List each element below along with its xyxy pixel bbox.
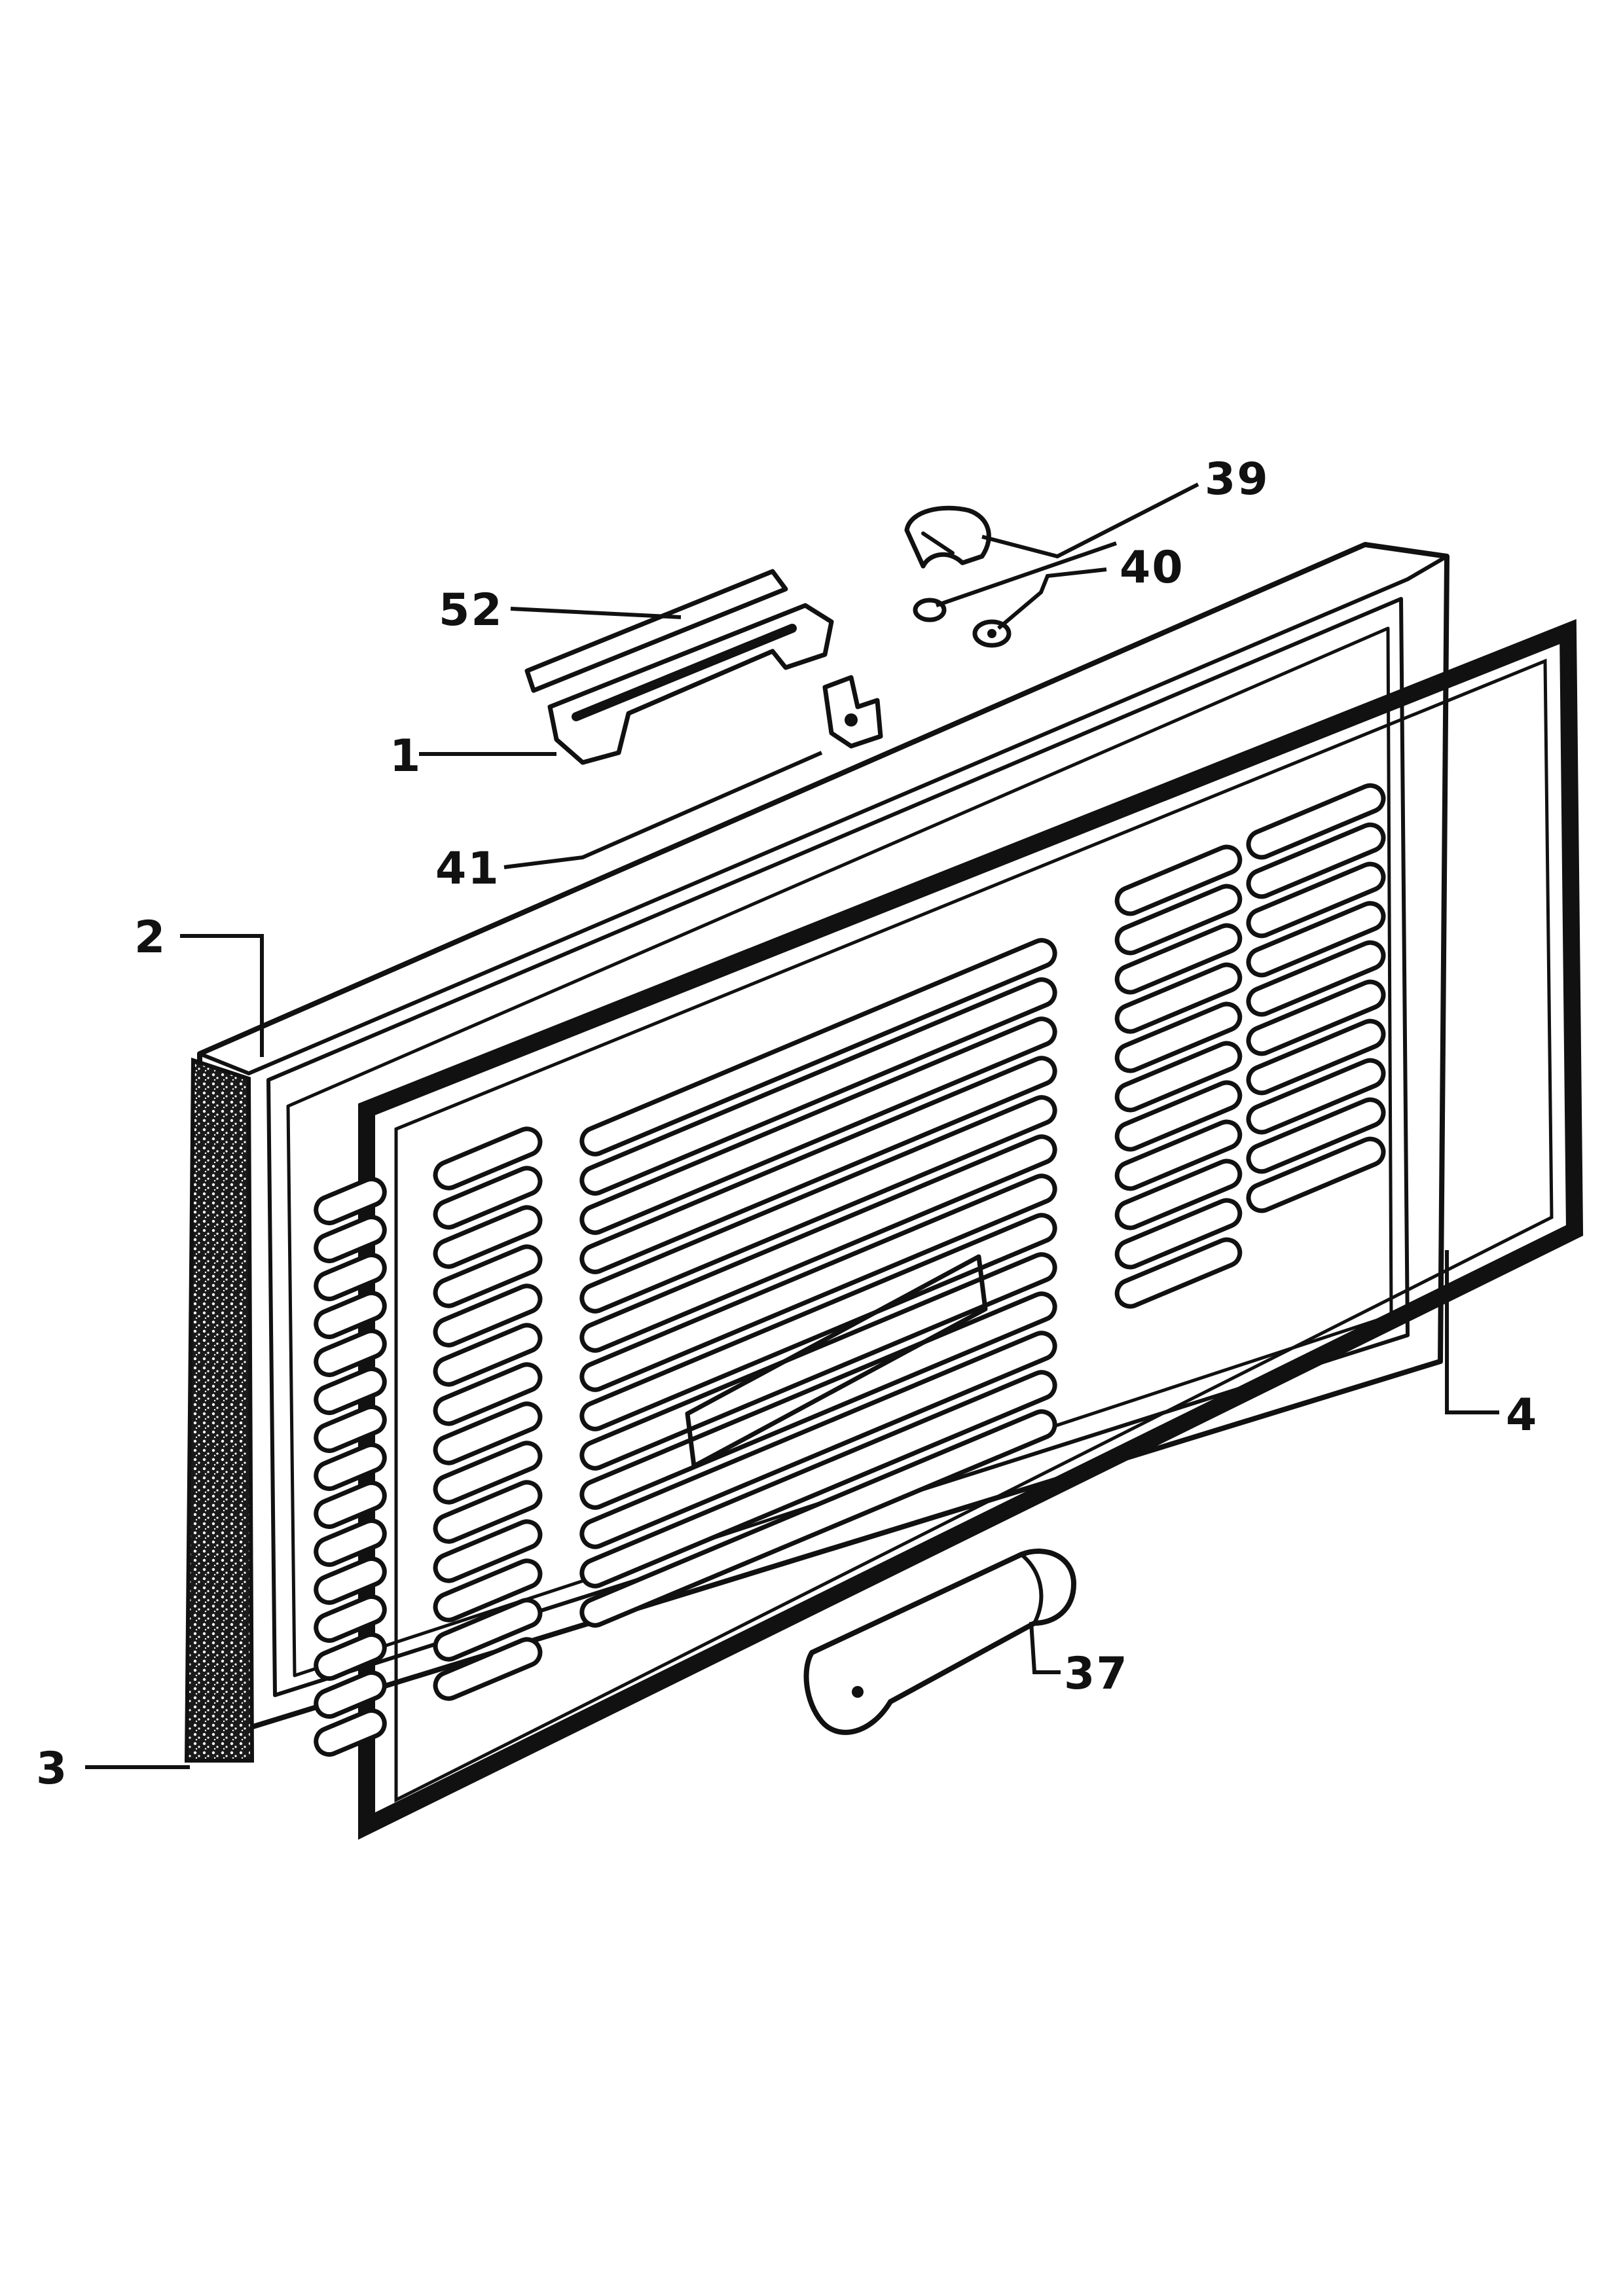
channel-oval-55	[1246, 861, 1386, 939]
channel-oval-52	[1114, 1237, 1243, 1309]
leader-52	[510, 607, 682, 619]
door-handle-37	[803, 1549, 1076, 1735]
callout-39: 39	[1205, 454, 1269, 505]
channel-oval-16	[433, 1166, 543, 1230]
channel-oval-11	[314, 1594, 387, 1643]
channel-oval-12	[314, 1632, 387, 1681]
channel-oval-18	[433, 1244, 543, 1308]
channel-oval-19	[433, 1283, 543, 1348]
channel-oval-37	[579, 1252, 1057, 1471]
channel-oval-10	[314, 1556, 387, 1605]
channel-oval-4	[314, 1328, 387, 1378]
channel-oval-59	[1246, 1018, 1386, 1096]
channel-oval-27	[433, 1598, 543, 1662]
callout-2: 2	[134, 912, 166, 963]
channel-oval-61	[1246, 1097, 1386, 1174]
channel-oval-6	[314, 1404, 387, 1454]
channel-oval-40	[579, 1370, 1057, 1588]
channel-oval-30	[579, 977, 1057, 1196]
callout-52: 52	[439, 584, 503, 636]
channel-oval-20	[433, 1323, 543, 1387]
channel-oval-60	[1246, 1058, 1386, 1135]
channel-oval-23	[433, 1441, 543, 1505]
channel-oval-28	[433, 1637, 543, 1701]
channel-oval-29	[579, 938, 1057, 1157]
evaporator-channels	[314, 783, 1386, 1757]
channel-oval-58	[1246, 979, 1386, 1056]
hinge-bracket-41	[822, 675, 883, 749]
leader-37	[1029, 1621, 1061, 1674]
channel-oval-49	[1114, 1119, 1243, 1191]
channel-oval-43	[1114, 884, 1243, 956]
channel-oval-56	[1246, 901, 1386, 978]
leader-41	[503, 751, 823, 869]
channel-oval-53	[1246, 783, 1386, 860]
leader-4	[1445, 1250, 1499, 1414]
channel-oval-50	[1114, 1158, 1243, 1230]
channel-oval-2	[314, 1252, 387, 1302]
channel-oval-17	[433, 1205, 543, 1269]
channel-oval-45	[1114, 962, 1243, 1034]
channel-oval-1	[314, 1214, 387, 1264]
channel-oval-47	[1114, 1041, 1243, 1113]
callout-41: 41	[435, 843, 500, 895]
leader-40	[997, 567, 1107, 630]
side-gasket-strip	[184, 1057, 255, 1763]
channel-oval-39	[579, 1331, 1057, 1549]
channel-oval-36	[579, 1213, 1057, 1431]
channel-oval-7	[314, 1442, 387, 1492]
channel-oval-32	[579, 1056, 1057, 1274]
callout-37: 37	[1064, 1648, 1129, 1700]
channel-oval-54	[1246, 822, 1386, 899]
channel-oval-33	[579, 1095, 1057, 1314]
leader-lines	[85, 482, 1499, 1769]
thermostat-knob-39	[904, 505, 991, 569]
top-handle-1	[547, 603, 834, 765]
channel-oval-34	[579, 1134, 1057, 1353]
leader-2	[180, 934, 264, 1057]
channel-oval-5	[314, 1366, 387, 1416]
channel-oval-24	[433, 1480, 543, 1544]
retaining-clip-40a	[913, 598, 947, 622]
leader-40b	[936, 541, 1117, 607]
callout-3: 3	[36, 1743, 68, 1795]
channel-oval-42	[1114, 844, 1243, 916]
channel-oval-41	[579, 1409, 1057, 1628]
top-handle-trim-52	[524, 569, 788, 693]
channel-oval-9	[314, 1518, 387, 1568]
channel-oval-46	[1114, 1001, 1243, 1073]
channel-oval-57	[1246, 940, 1386, 1017]
callout-labels: 39 40 52 1 41 2 4 3 37	[36, 454, 1538, 1795]
channel-oval-3	[314, 1290, 387, 1340]
leader-39	[981, 482, 1199, 559]
channel-oval-31	[579, 1016, 1057, 1235]
channel-oval-48	[1114, 1080, 1243, 1152]
rating-plate	[685, 1254, 988, 1469]
channel-oval-44	[1114, 923, 1243, 995]
callout-1: 1	[390, 730, 422, 782]
channel-oval-22	[433, 1401, 543, 1465]
callout-40: 40	[1120, 542, 1184, 594]
callout-4: 4	[1506, 1390, 1538, 1441]
channel-oval-15	[433, 1126, 543, 1191]
channel-oval-14	[314, 1708, 387, 1757]
channel-oval-8	[314, 1480, 387, 1530]
channel-oval-13	[314, 1670, 387, 1719]
channel-oval-0	[314, 1176, 387, 1226]
channel-oval-25	[433, 1519, 543, 1583]
channel-oval-35	[579, 1174, 1057, 1392]
channel-oval-21	[433, 1362, 543, 1426]
retaining-clip-40b	[972, 619, 1012, 648]
channel-oval-26	[433, 1558, 543, 1623]
channel-oval-51	[1114, 1198, 1243, 1270]
channel-oval-62	[1246, 1136, 1386, 1213]
